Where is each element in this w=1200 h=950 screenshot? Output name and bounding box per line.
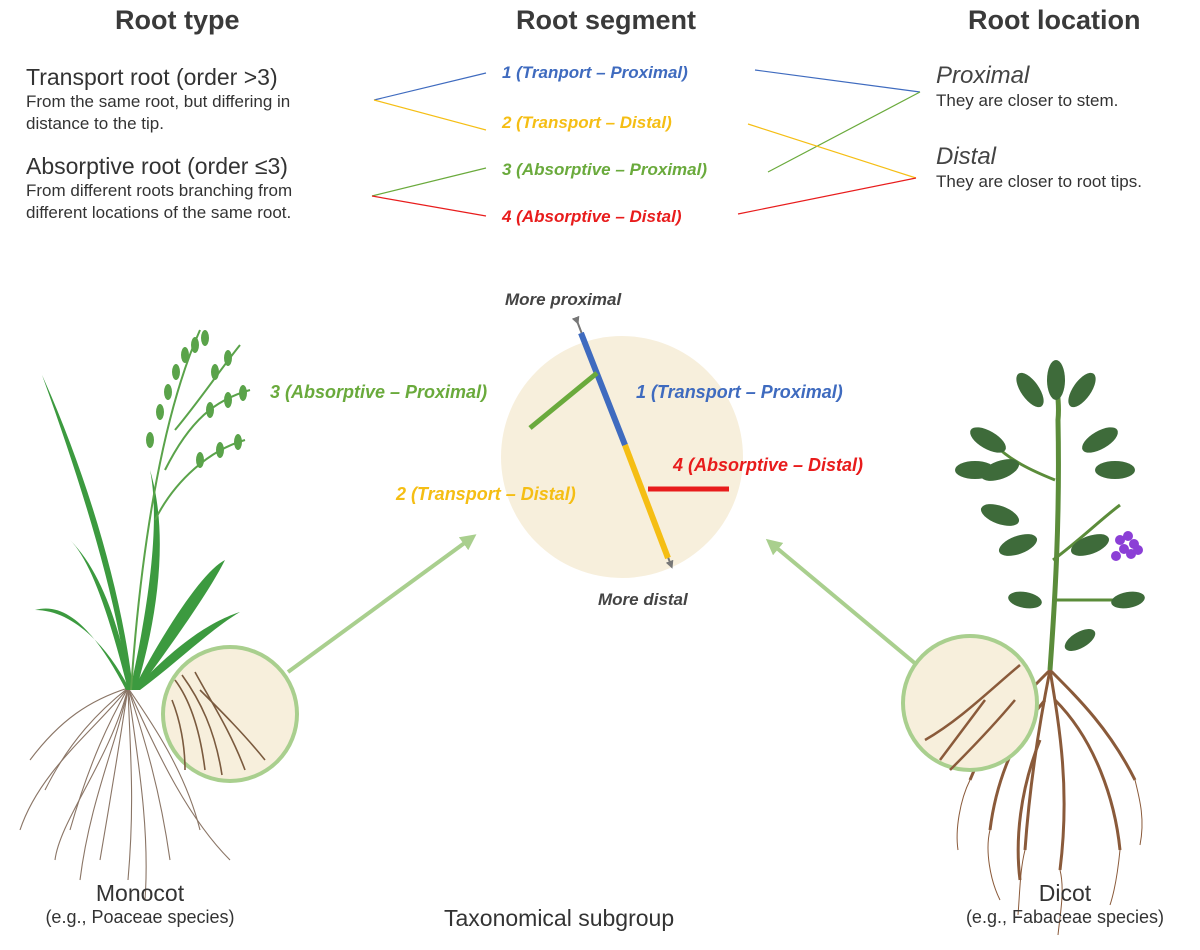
- transport-root-desc-1: From the same root, but differing in: [26, 92, 291, 111]
- line-s2-to-distal: [747, 123, 917, 179]
- taxonomical-subgroup-label: Taxonomical subgroup: [444, 905, 675, 931]
- transport-root-desc-2: distance to the tip.: [26, 114, 164, 133]
- central-root-diagram: [501, 315, 743, 578]
- line-s4-to-distal: [737, 177, 917, 215]
- proximal-block: Proximal They are closer to stem.: [936, 62, 1118, 112]
- segment-label-4: 4 (Absorptive – Distal): [502, 207, 682, 226]
- monocot-example: (e.g., Poaceae species): [45, 907, 235, 927]
- line-transport-to-s2: [373, 99, 487, 131]
- dicot-name: Dicot: [1038, 880, 1092, 906]
- monocot-name: Monocot: [95, 880, 185, 906]
- diagram-label-2: 2 (Transport – Distal): [396, 484, 576, 504]
- dicot-plant-illustration: [901, 360, 1145, 936]
- transport-root-title: Transport root (order >3): [26, 64, 278, 90]
- segment-label-1: 1 (Tranport – Proximal): [502, 63, 688, 82]
- transport-root-block: Transport root (order >3) From the same …: [26, 64, 290, 135]
- absorptive-root-title: Absorptive root (order ≤3): [26, 153, 288, 179]
- distal-title: Distal: [936, 143, 997, 170]
- diagram-label-1: 1 (Transport – Proximal): [636, 382, 843, 402]
- segment-label-3: 3 (Absorptive – Proximal): [502, 160, 708, 179]
- line-transport-to-s1: [373, 72, 487, 101]
- monocot-zoom-arrow: [286, 534, 477, 674]
- dicot-zoom-arrow: [765, 538, 919, 667]
- absorptive-root-desc-1: From different roots branching from: [26, 181, 293, 200]
- distal-block: Distal They are closer to root tips.: [936, 143, 1142, 193]
- dicot-caption: Dicot (e.g., Fabaceae species): [940, 880, 1190, 928]
- line-absorptive-to-s3: [371, 167, 487, 197]
- more-proximal-label: More proximal: [505, 290, 622, 309]
- distal-desc: They are closer to root tips.: [936, 172, 1142, 191]
- segment-1-blue: [578, 331, 628, 447]
- absorptive-root-block: Absorptive root (order ≤3) From differen…: [26, 153, 292, 224]
- line-s3-to-proximal: [767, 91, 921, 173]
- absorptive-root-desc-2: different locations of the same root.: [26, 203, 292, 222]
- monocot-plant-illustration: [19, 329, 299, 901]
- proximal-desc: They are closer to stem.: [936, 91, 1119, 110]
- diagram-label-3: 3 (Absorptive – Proximal): [270, 382, 488, 402]
- diagram-label-4: 4 (Absorptive – Distal): [673, 455, 864, 475]
- header-root-segment: Root segment: [516, 5, 697, 35]
- header-root-location: Root location: [968, 5, 1141, 35]
- proximal-title: Proximal: [936, 62, 1030, 89]
- line-s1-to-proximal: [754, 69, 921, 93]
- line-absorptive-to-s4: [371, 195, 487, 217]
- monocot-caption: Monocot (e.g., Poaceae species): [20, 880, 260, 928]
- header-root-type: Root type: [115, 5, 240, 35]
- more-distal-label: More distal: [598, 590, 688, 609]
- dicot-example: (e.g., Fabaceae species): [965, 907, 1165, 927]
- connector-lines: [371, 69, 921, 217]
- segment-3-green: [528, 371, 599, 430]
- segment-label-2: 2 (Transport – Distal): [502, 113, 672, 132]
- segment-2-yellow: [622, 443, 671, 560]
